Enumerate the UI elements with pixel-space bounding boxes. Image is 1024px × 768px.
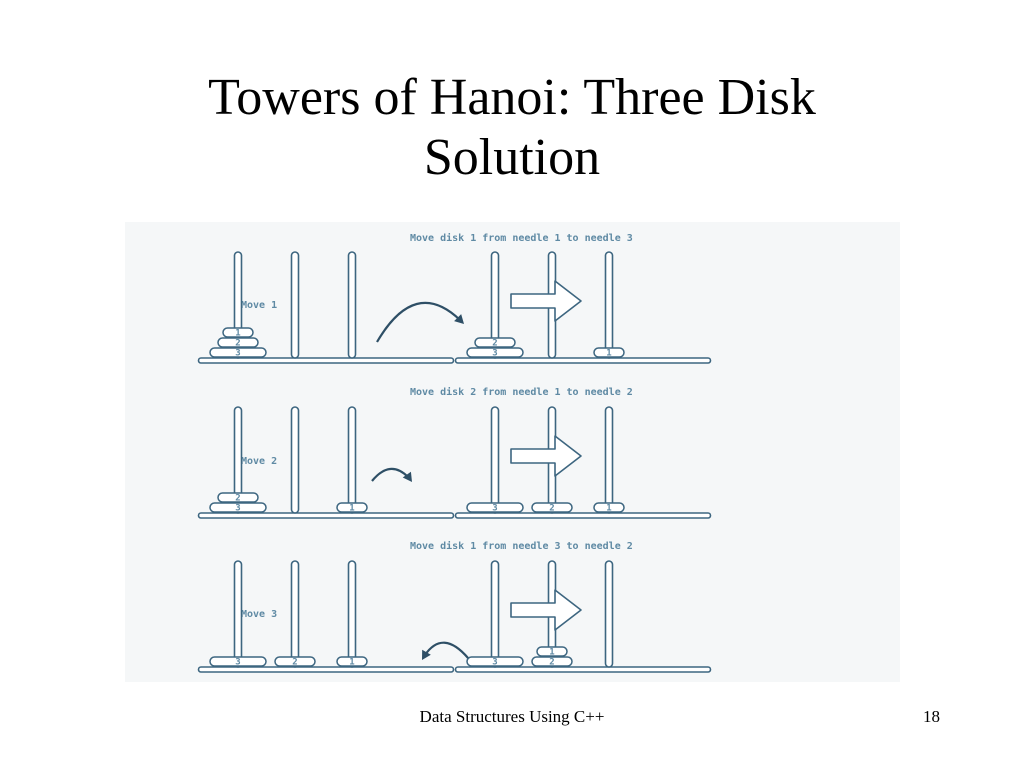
footer-page-number: 18 bbox=[923, 707, 940, 726]
move-2-before-disk-2-label: 2 bbox=[235, 494, 240, 504]
move-1-before-disk-2-label: 2 bbox=[235, 339, 240, 349]
slide-title: Towers of Hanoi: Three Disk Solution bbox=[0, 68, 1024, 188]
move-2-before-disk-1 bbox=[336, 502, 368, 513]
move-3-before-needle-3 bbox=[347, 560, 357, 668]
move-2-before-needle-1 bbox=[233, 406, 243, 514]
move-2-after-disk-1 bbox=[593, 502, 625, 513]
move-1-after-disk-3-label: 3 bbox=[492, 349, 497, 359]
move-3-before-base bbox=[197, 666, 455, 673]
move-1-after-needle-3 bbox=[604, 251, 614, 359]
move-1-before-disk-1 bbox=[222, 327, 254, 338]
move-3-before-disk-2 bbox=[274, 656, 316, 667]
move-2-before-base bbox=[197, 512, 455, 519]
move-1-after-base bbox=[454, 357, 712, 364]
move-1-before-needle-2 bbox=[290, 251, 300, 359]
move-1-result-arrow bbox=[510, 280, 582, 322]
move-2-before-disk-3-label: 3 bbox=[235, 504, 240, 514]
slide-title-line-1: Towers of Hanoi: Three Disk bbox=[208, 69, 816, 126]
move-2-after-needle-1 bbox=[490, 406, 500, 514]
move-3-caption: Move disk 1 from needle 3 to needle 2 bbox=[410, 541, 633, 552]
move-2-after-disk-1-label: 1 bbox=[606, 504, 611, 514]
hanoi-diagram-panel: Move 1 Move disk 1 from needle 1 to need… bbox=[125, 222, 900, 682]
move-1-before-disk-2 bbox=[217, 337, 259, 348]
move-1-caption: Move disk 1 from needle 1 to needle 3 bbox=[410, 233, 633, 244]
move-3-result-arrow bbox=[510, 589, 582, 631]
move-2-move-curve bbox=[371, 467, 409, 482]
move-2-before-disk-3 bbox=[209, 502, 267, 513]
move-3-after-disk-1-label: 1 bbox=[549, 648, 554, 658]
move-2-before-needle-3 bbox=[347, 406, 357, 514]
footer-course-title: Data Structures Using C++ bbox=[419, 707, 605, 726]
move-3-after-disk-3-label: 3 bbox=[492, 658, 497, 668]
move-3-before-disk-2-label: 2 bbox=[292, 658, 297, 668]
move-2-move-curve-head bbox=[402, 471, 412, 482]
move-2-result-arrow bbox=[510, 435, 582, 477]
move-1-before-base bbox=[197, 357, 455, 364]
move-1-before-disk-1-label: 1 bbox=[235, 329, 240, 339]
move-3-after-disk-1 bbox=[536, 646, 568, 657]
move-3-before-disk-1-label: 1 bbox=[349, 658, 354, 668]
move-2-caption: Move disk 2 from needle 1 to needle 2 bbox=[410, 387, 633, 398]
move-3-before-disk-1 bbox=[336, 656, 368, 667]
move-2-before-disk-2 bbox=[217, 492, 259, 503]
move-3-after-disk-2-label: 2 bbox=[549, 658, 554, 668]
move-2-label: Move 2 bbox=[241, 456, 278, 467]
move-1-after-needle-1 bbox=[490, 251, 500, 359]
move-3-after-needle-3 bbox=[604, 560, 614, 668]
move-2-after-disk-2-label: 2 bbox=[549, 504, 554, 514]
move-3-before-disk-3 bbox=[209, 656, 267, 667]
move-3-after-base bbox=[454, 666, 712, 673]
move-2-after-disk-3 bbox=[466, 502, 524, 513]
move-2-after-disk-2 bbox=[531, 502, 573, 513]
move-2-before-needle-2 bbox=[290, 406, 300, 514]
move-2-after-disk-3-label: 3 bbox=[492, 504, 497, 514]
move-1-move-curve bbox=[376, 301, 461, 343]
move-3-after-needle-1 bbox=[490, 560, 500, 668]
move-3-move-curve-head bbox=[422, 649, 431, 660]
move-1-before-needle-3 bbox=[347, 251, 357, 359]
move-3-after-disk-2 bbox=[531, 656, 573, 667]
move-3-label: Move 3 bbox=[241, 609, 278, 620]
move-3-before-disk-3-label: 3 bbox=[235, 658, 240, 668]
move-3-after-disk-3 bbox=[466, 656, 524, 667]
move-1-before-disk-3-label: 3 bbox=[235, 349, 240, 359]
move-1-after-disk-1 bbox=[593, 347, 625, 358]
move-3-move-curve bbox=[424, 641, 469, 659]
move-1-before-disk-3 bbox=[209, 347, 267, 358]
move-1-after-disk-1-label: 1 bbox=[606, 349, 611, 359]
move-1-after-disk-2-label: 2 bbox=[492, 339, 497, 349]
move-1-after-disk-3 bbox=[466, 347, 524, 358]
move-2-after-needle-3 bbox=[604, 406, 614, 514]
move-3-before-needle-1 bbox=[233, 560, 243, 668]
move-2-after-base bbox=[454, 512, 712, 519]
slide-title-line-2: Solution bbox=[423, 129, 601, 186]
move-2-before-disk-1-label: 1 bbox=[349, 504, 354, 514]
move-1-label: Move 1 bbox=[241, 300, 278, 311]
move-1-move-curve-head bbox=[454, 314, 464, 324]
move-3-before-needle-2 bbox=[290, 560, 300, 668]
move-1-after-disk-2 bbox=[474, 337, 516, 348]
